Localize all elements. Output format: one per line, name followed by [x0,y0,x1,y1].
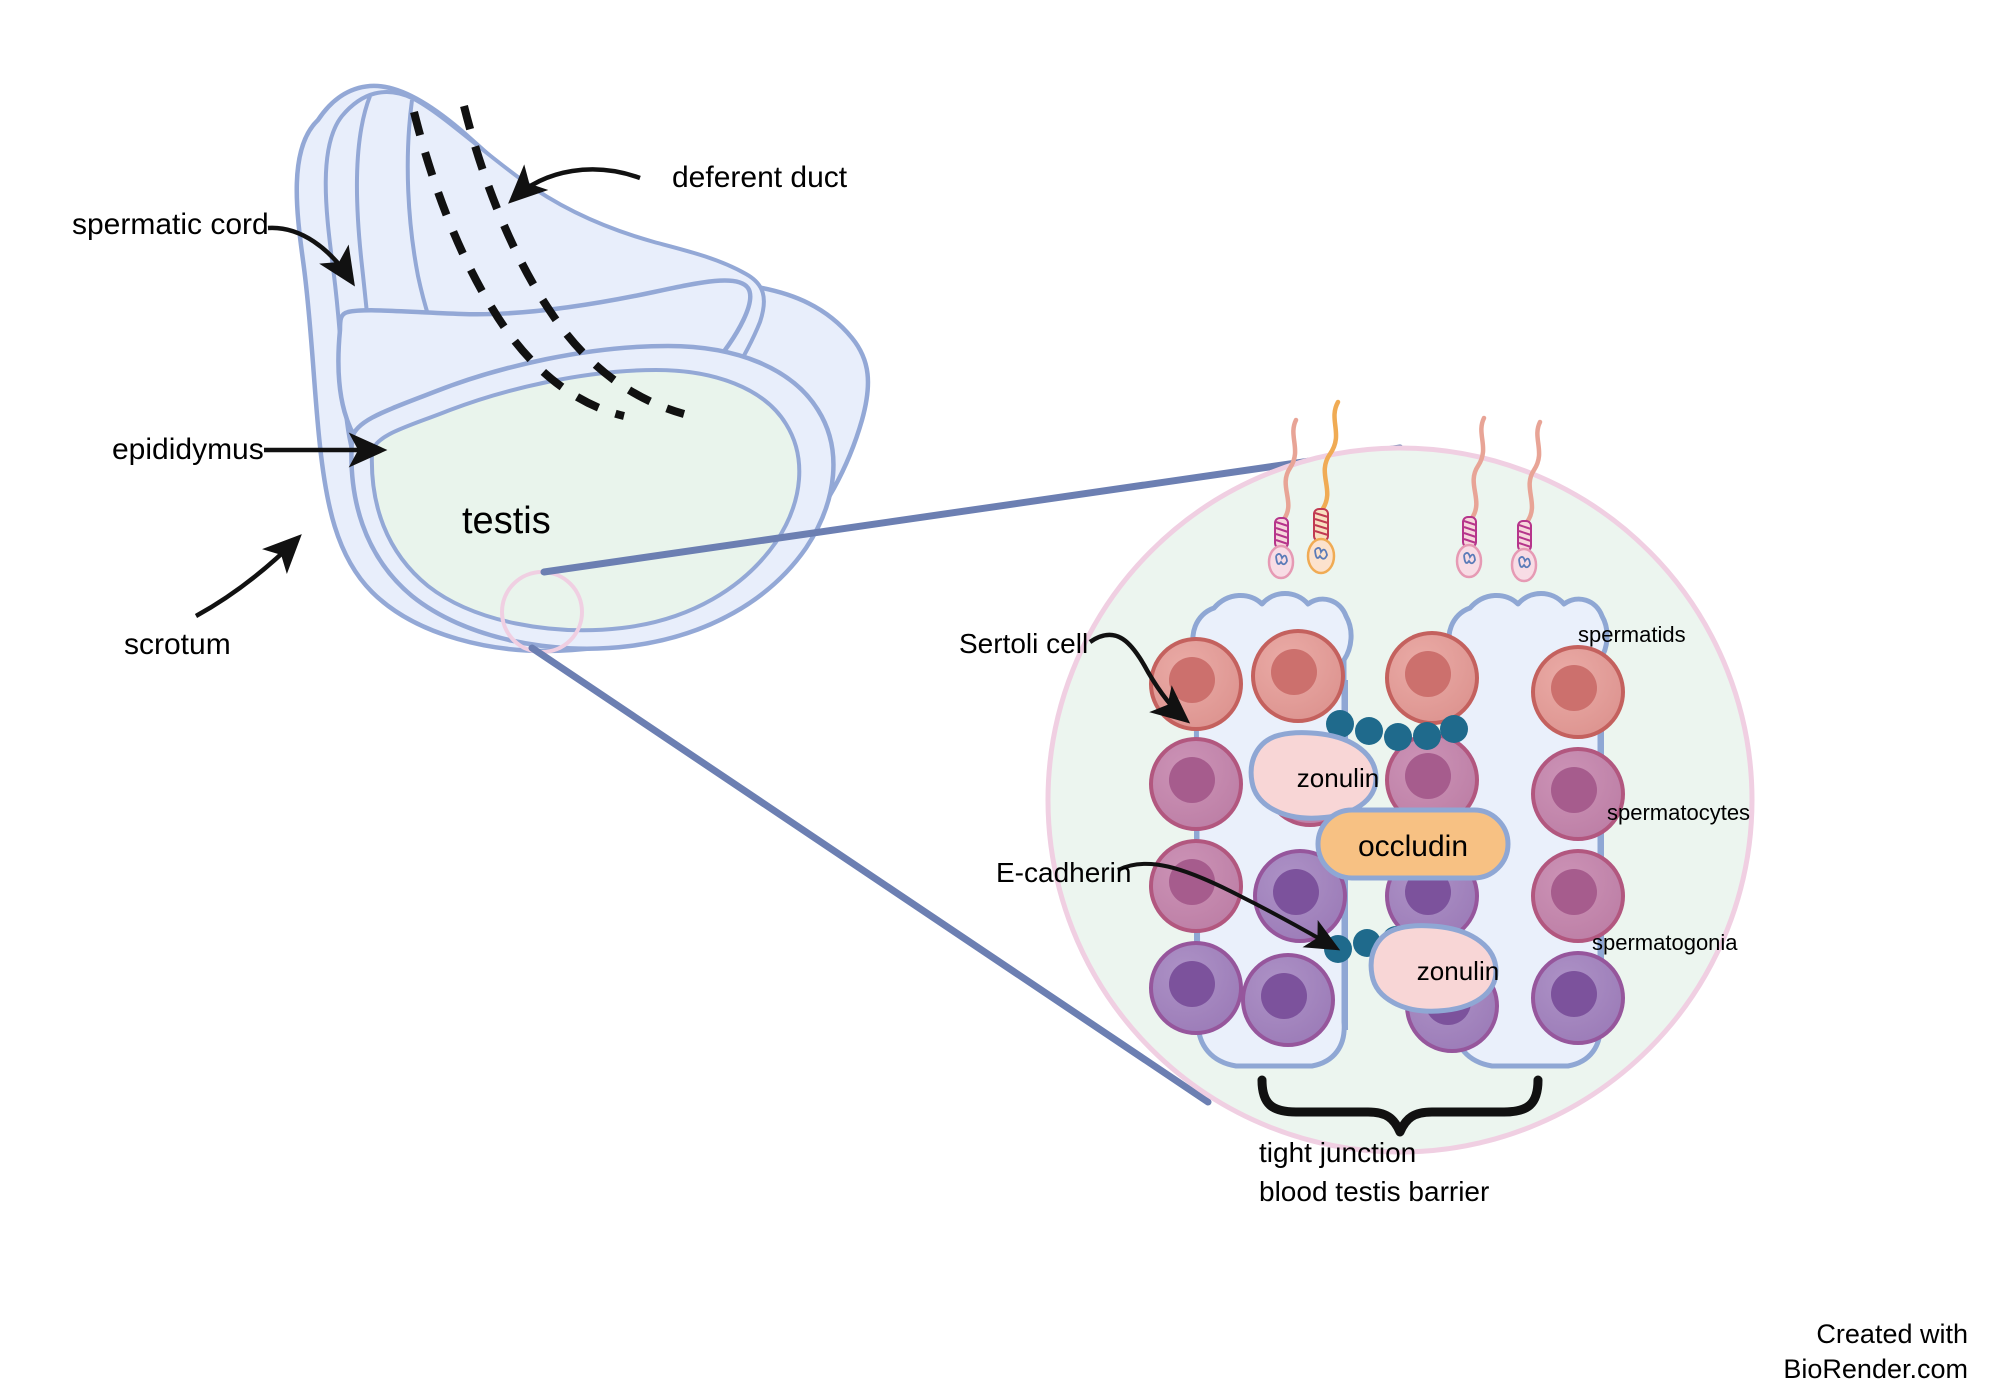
spermatocyte-cell [1149,737,1243,831]
badge-occludin: occludin [1357,830,1469,863]
ecadherin-leader [1117,861,1341,951]
spermatid-cell [1531,645,1625,739]
spermatocyte-cell [1149,839,1243,933]
ecadherin-bead-chain-top [1326,710,1468,751]
spermatic-cord-leader [267,225,355,287]
label-spermatogonia: spermatogonia [1592,930,1738,955]
spermatogonia-cell [1149,941,1243,1035]
spermatid-cell [1385,631,1479,725]
label-spermatic-cord: spermatic cord [72,208,269,241]
spermatocyte-cell [1531,849,1625,943]
spermatogonia-cell [1241,953,1335,1047]
credit-line-1: Created with [1816,1319,1968,1349]
label-testis: testis [462,500,551,542]
magnifier-connector-lines [528,444,1404,1106]
badge-zonulin-top: zonulin [1296,763,1380,793]
deferent-duct-dashed-lines [410,105,686,420]
spermatid-cell [1149,637,1243,731]
deferent-duct-leader [508,164,641,204]
spermatozoa-group [1267,399,1543,583]
label-deferent-duct: deferent duct [672,161,848,194]
label-scrotum: scrotum [124,628,231,661]
spermatozoon [1510,419,1543,583]
badge-zonulin-bottom: zonulin [1416,956,1500,986]
zonulin-badge-top-shape [1248,730,1379,821]
spermatogonia-cell [1531,951,1625,1045]
occludin-badge-shape [1315,807,1511,881]
germ-cell-column [1531,645,1625,1045]
label-sertoli-cell: Sertoli cell [959,628,1089,659]
label-epididymus: epididymus [112,433,264,466]
spermatozoon [1455,415,1487,579]
label-spermatocytes: spermatocytes [1607,800,1751,825]
testis-shape [349,343,836,651]
spermatozoon [1306,399,1341,575]
brace-label-line2: blood testis barrier [1259,1176,1490,1207]
label-e-cadherin: E-cadherin [996,857,1132,888]
label-spermatids: spermatids [1578,622,1686,647]
tight-junction-brace [1257,1075,1543,1137]
scrotum-leader [194,534,302,618]
zonulin-badge-bottom-shape [1368,923,1499,1014]
spermatocyte-cell [1531,747,1625,841]
credit-line-2: BioRender.com [1783,1354,1968,1384]
brace-label-line1: tight junction [1259,1137,1417,1168]
spermatogonia-cell [1253,849,1347,943]
spermatid-cell [1251,629,1345,723]
sertoli-cell-leader [1088,632,1191,724]
spermatozoon [1267,417,1299,580]
